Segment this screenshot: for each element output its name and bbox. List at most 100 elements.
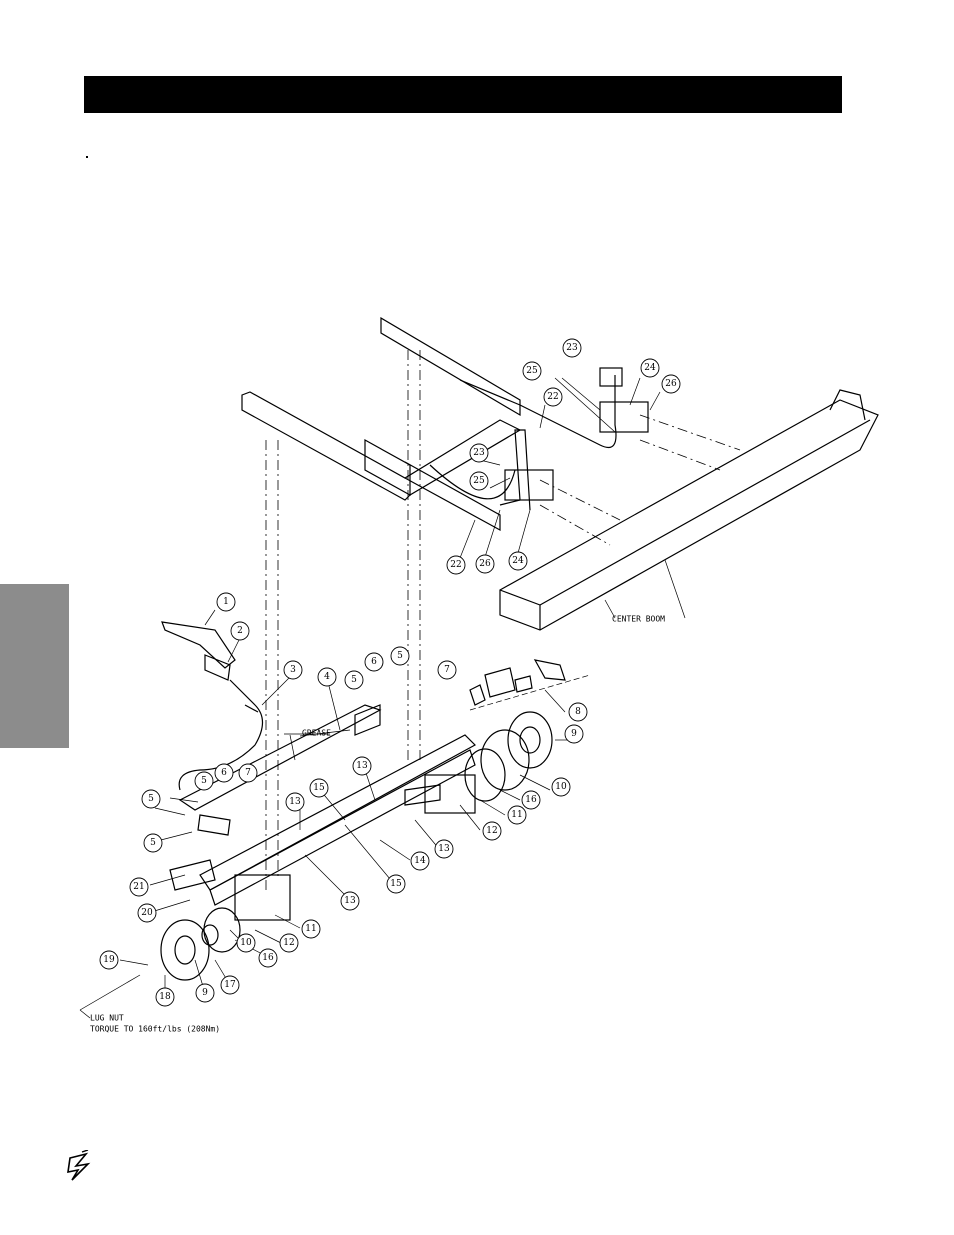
callout-13: 13 [438, 844, 450, 854]
callout-13: 13 [356, 761, 368, 771]
callout-26: 26 [479, 559, 491, 569]
callout-5: 5 [201, 776, 207, 786]
frame-brace [459, 379, 521, 406]
callout-13: 13 [344, 896, 356, 906]
callout-10: 10 [240, 938, 252, 948]
alignment-lines [265, 350, 741, 890]
callout-9: 9 [202, 988, 208, 998]
callout-8: 8 [575, 707, 581, 717]
grease-label: GREASE [302, 729, 331, 738]
callout-11: 11 [511, 810, 522, 820]
callout-23: 23 [473, 448, 485, 458]
callout-4: 4 [324, 672, 330, 682]
callout-25: 25 [473, 476, 485, 486]
callout-14: 14 [414, 856, 426, 866]
chapter-side-tab [0, 584, 69, 748]
callout-25: 25 [526, 366, 538, 376]
shoe-b [514, 675, 533, 693]
brake-handle [161, 621, 236, 669]
torsion-arm-curve [429, 464, 516, 500]
callout-12: 12 [486, 826, 497, 836]
callout-20: 20 [141, 908, 153, 918]
callout-15: 15 [390, 879, 402, 889]
brake-rod [178, 704, 382, 811]
cable-end [244, 704, 259, 713]
clamp-plate-right [599, 401, 649, 433]
callout-16: 16 [262, 953, 274, 963]
callout-7: 7 [245, 768, 251, 778]
drum-left-center [174, 935, 196, 965]
brake-bracket [204, 654, 231, 681]
leader-lines [79, 377, 686, 1019]
lug-nut-label: LUG NUT [90, 1014, 124, 1023]
plate-outline [469, 674, 591, 711]
section-header-bar [84, 76, 842, 113]
callout-26: 26 [665, 379, 677, 389]
spring-pack-right [424, 774, 476, 814]
callout-18: 18 [159, 992, 171, 1002]
mount-plate-8 [533, 659, 566, 681]
page-mark [86, 156, 88, 158]
frame-top-rail [380, 316, 521, 417]
callout-17: 17 [224, 980, 236, 990]
shoe-pack [484, 667, 516, 698]
end-cap-23a [599, 367, 623, 387]
torsion-arm-right [519, 375, 617, 449]
callout-21: 21 [133, 882, 144, 892]
callout-5: 5 [351, 675, 357, 685]
axle-clamp [404, 784, 441, 806]
drum-right-center [519, 726, 541, 754]
spring-pack-left [234, 874, 291, 921]
magnet-pack-21 [169, 859, 216, 891]
hub-right [464, 748, 506, 802]
center-boom-bracket [829, 389, 866, 421]
center-boom-label: CENTER BOOM [612, 615, 665, 624]
drum-right [507, 711, 553, 769]
callout-6: 6 [371, 657, 377, 667]
callout-12: 12 [283, 938, 294, 948]
drum-left [160, 919, 210, 981]
callout-23: 23 [566, 343, 578, 353]
front-axle-tube [209, 749, 476, 906]
equalizer-bracket [197, 814, 231, 836]
callout-19: 19 [103, 955, 115, 965]
backing-plate-left [203, 907, 241, 953]
callout-10: 10 [555, 782, 567, 792]
clamp-plate-left [504, 469, 554, 501]
brand-logo-icon [67, 1150, 91, 1181]
shoe-a [469, 684, 486, 706]
callout-3: 3 [290, 665, 296, 675]
center-boom-edge [539, 419, 871, 606]
callout-1: 1 [223, 597, 229, 607]
callout-2: 2 [237, 626, 243, 636]
callout-bubbles [99, 338, 681, 1007]
callout-labels: 1 2 3 4 5 5 5 5 5 6 6 7 7 8 9 9 10 10 11… [90, 343, 677, 1034]
center-boom-end [499, 589, 541, 630]
callout-15: 15 [313, 783, 325, 793]
frame-hitch-block [364, 438, 411, 497]
callout-5: 5 [148, 794, 154, 804]
callout-6: 6 [221, 768, 227, 778]
callout-5: 5 [150, 838, 156, 848]
callout-24: 24 [644, 363, 656, 373]
frame-lower-rail [404, 461, 501, 532]
center-boom-body [499, 399, 879, 631]
callout-9: 9 [571, 729, 577, 739]
diagram-lines [79, 316, 879, 1019]
rear-axle-tube [199, 734, 476, 891]
backing-plate-right [480, 729, 530, 791]
callout-22: 22 [547, 392, 558, 402]
callout-11: 11 [305, 924, 316, 934]
rod-mount [354, 704, 381, 736]
brake-cable [178, 679, 264, 791]
callout-24: 24 [512, 556, 524, 566]
callout-7: 7 [444, 665, 450, 675]
torsion-arm-left [499, 429, 531, 511]
callout-13: 13 [289, 797, 301, 807]
callout-5: 5 [397, 651, 403, 661]
hub-left [201, 924, 219, 946]
callout-22: 22 [450, 560, 461, 570]
callout-16: 16 [525, 795, 537, 805]
torque-spec-label: TORQUE TO 160ft/lbs (208Nm) [90, 1025, 220, 1034]
